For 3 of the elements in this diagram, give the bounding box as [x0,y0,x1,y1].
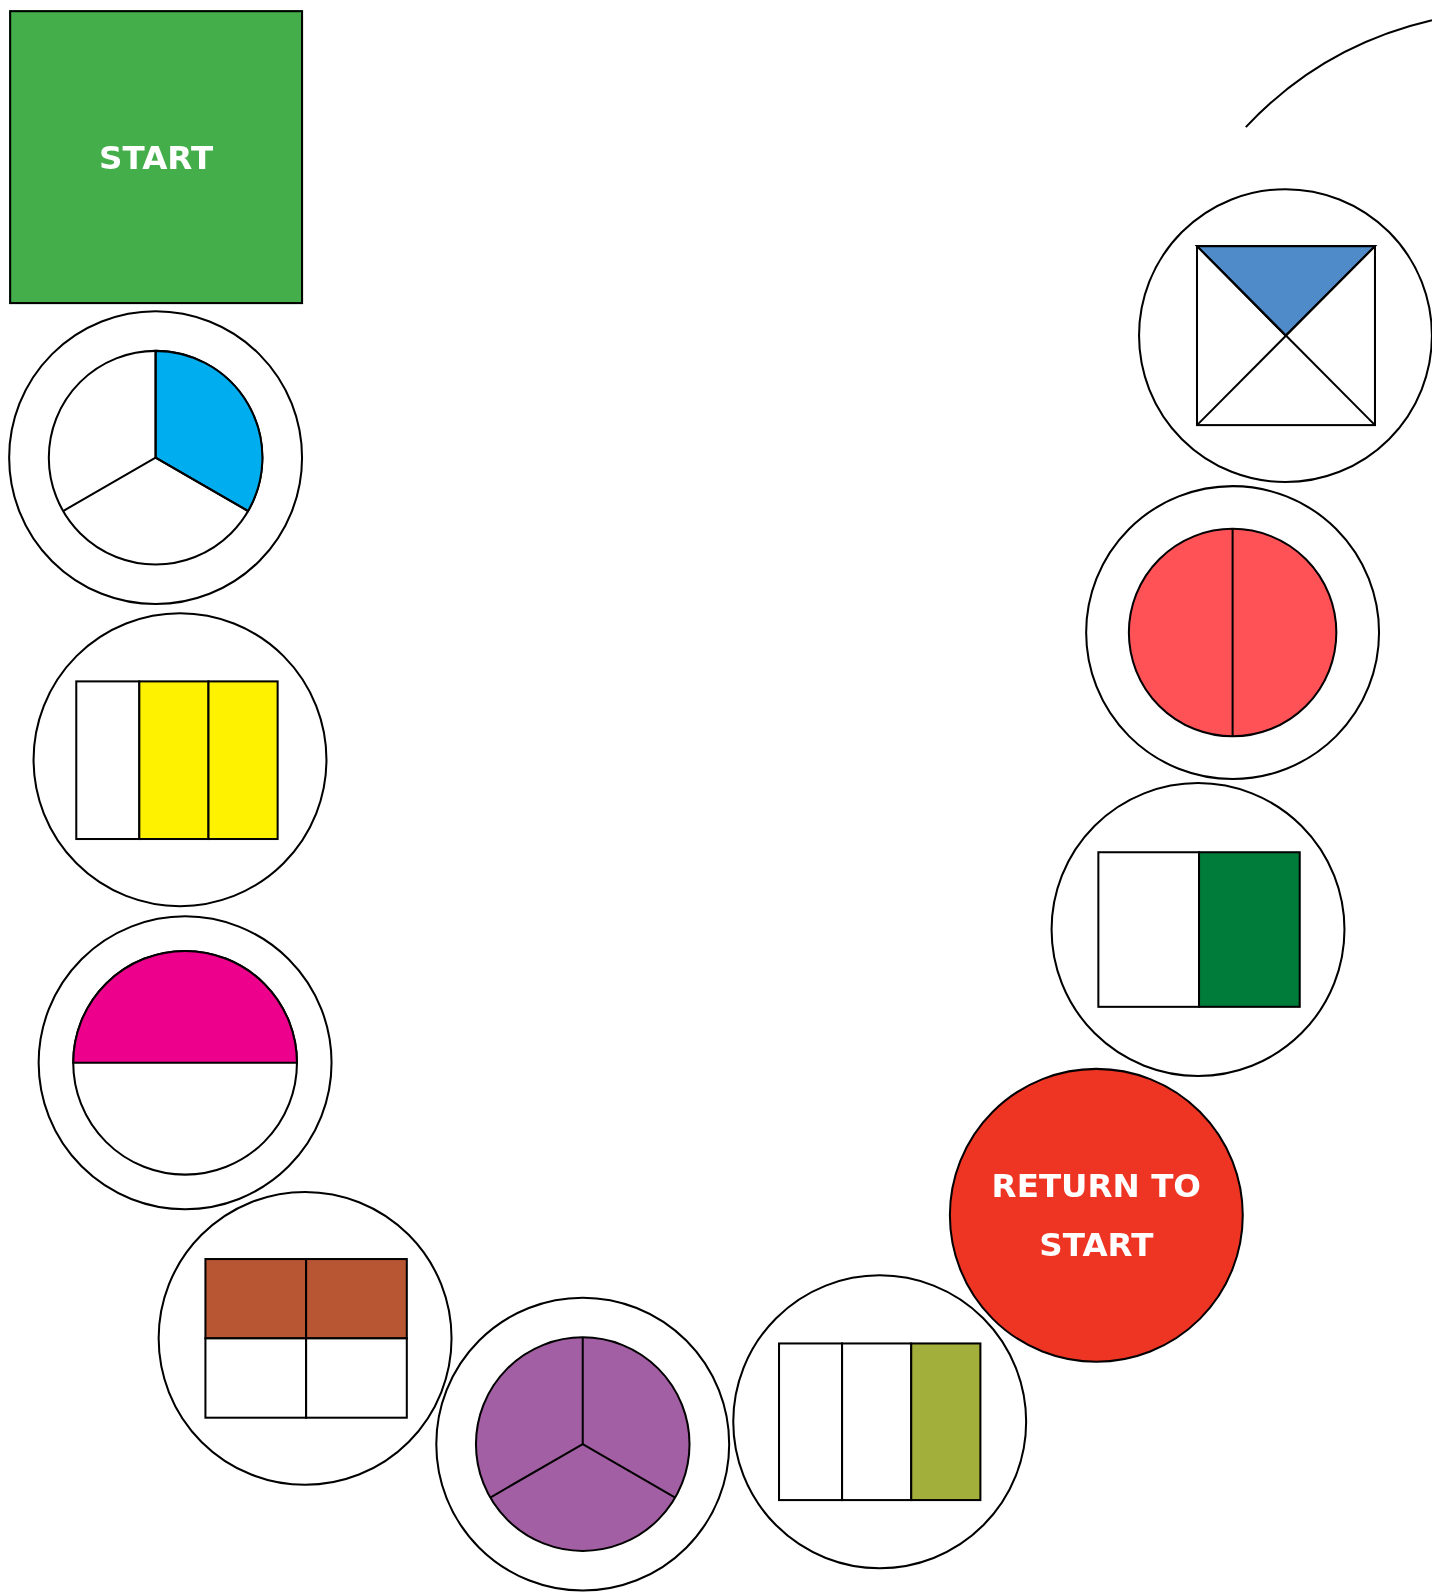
start-space [9,10,304,305]
space-label: RETURN TO START [990,1165,1203,1267]
space-label: START [99,136,214,179]
